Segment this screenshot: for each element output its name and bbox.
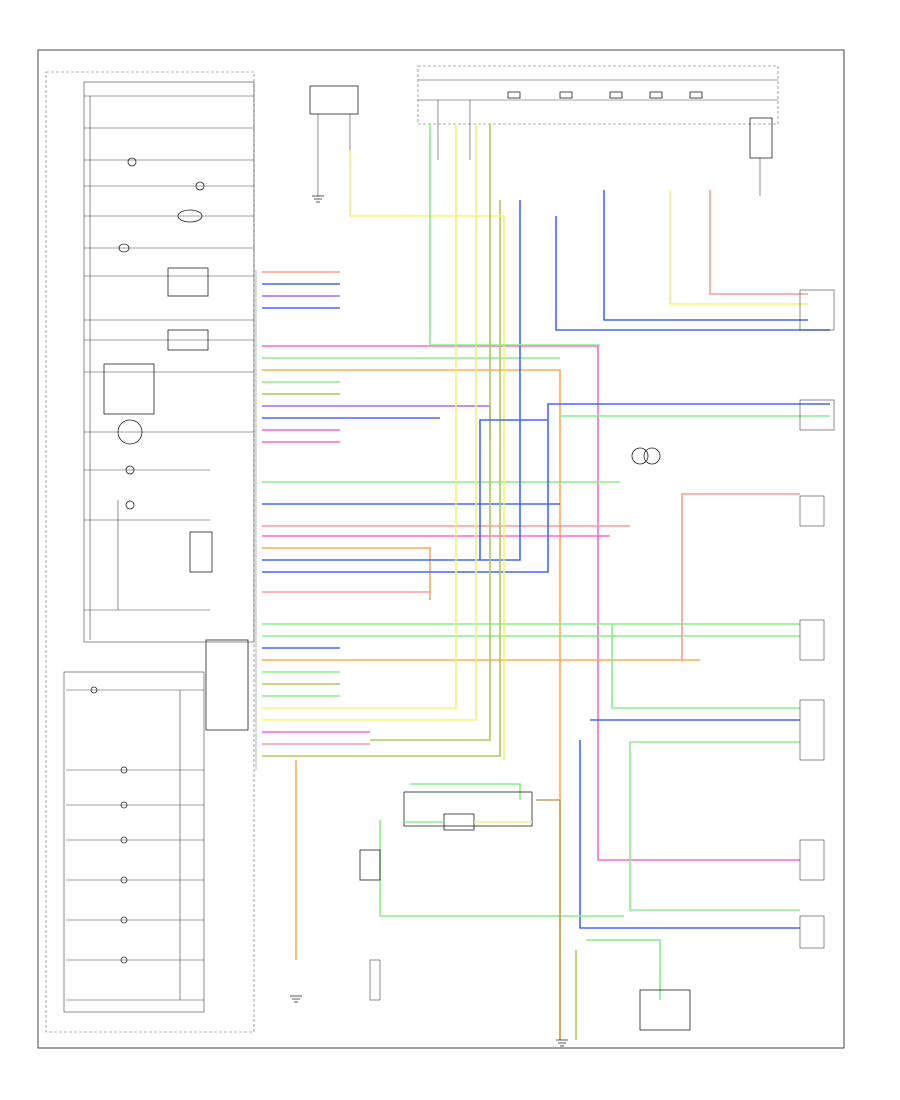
fuse [507, 91, 521, 99]
cluster-inner-bottom [63, 671, 205, 1013]
turn-indicator [125, 465, 135, 475]
sensor-box [639, 989, 691, 1031]
sensor-box [799, 839, 825, 881]
indicator-lamp [127, 157, 137, 167]
right-connector [799, 399, 835, 431]
ground-symbols [290, 195, 568, 1047]
right-connector [799, 289, 835, 331]
fuse [609, 91, 623, 99]
right-fuse-relay [749, 117, 773, 159]
control-unit [403, 791, 533, 831]
cluster-internal-rails [66, 95, 254, 1001]
indicator-lamp [120, 766, 128, 774]
indicator-lamp [118, 243, 130, 253]
fuse-relay-area [309, 65, 779, 196]
sensor-box [799, 495, 825, 527]
relay-coil [643, 447, 661, 465]
turn-indicator [125, 500, 135, 510]
relay-box [189, 531, 213, 573]
sensor-box [799, 699, 825, 761]
gauge-box [167, 267, 209, 297]
under-hood-fuse-box [417, 65, 779, 125]
cluster-components [90, 157, 249, 964]
relay-coil [631, 447, 649, 465]
sensor-box [799, 915, 825, 949]
gauge-box [167, 329, 209, 351]
relay-box [309, 85, 359, 115]
warning-lamp [117, 419, 143, 445]
indicator-lamp [120, 916, 128, 924]
sensor-box [359, 849, 381, 881]
indicator-lamp [120, 876, 128, 884]
indicator-lamp [120, 801, 128, 809]
fuse [649, 91, 663, 99]
signal-wires [262, 124, 830, 1040]
diagram-frame [37, 49, 845, 1049]
control-unit-core [443, 813, 475, 831]
indicator-lamp [120, 956, 128, 964]
indicator-lamp [90, 686, 98, 694]
indicator-lamp [195, 181, 205, 191]
cluster-inner-top [83, 81, 255, 643]
vertical-wire-runs [295, 124, 830, 1040]
display-module [103, 363, 155, 415]
switch-box [799, 619, 825, 661]
dimmer-module [205, 639, 249, 731]
switch-box [369, 959, 381, 1001]
control-unit-box [403, 791, 533, 827]
warning-lamp [177, 209, 203, 223]
fuse [559, 91, 573, 99]
fuse [689, 91, 703, 99]
indicator-lamp [120, 836, 128, 844]
right-components [359, 289, 835, 1031]
